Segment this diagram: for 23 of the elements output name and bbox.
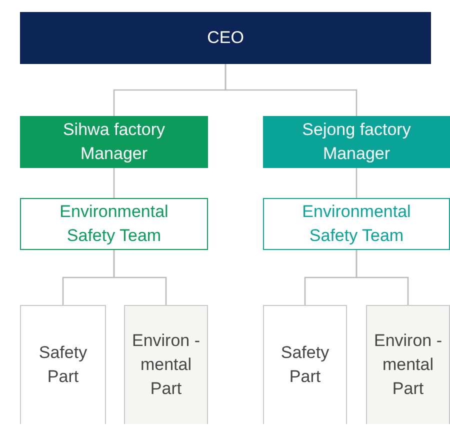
org-label: CEO xyxy=(207,27,244,49)
org-label: Safety Part xyxy=(38,342,88,388)
department-box xyxy=(263,305,347,424)
org-box xyxy=(263,116,450,168)
department-box xyxy=(124,305,208,424)
org-label: Sejong factory Manager xyxy=(301,119,412,165)
org-label: Sihwa factory Manager xyxy=(62,119,166,165)
org-label: Environ -mental Part xyxy=(131,330,201,400)
org-label: Environmental Safety Team xyxy=(58,201,170,247)
org-label: Safety Part xyxy=(280,342,330,388)
org-box xyxy=(20,116,208,168)
department-box xyxy=(366,305,450,424)
org-label: Environ -mental Part xyxy=(373,330,443,400)
org-box xyxy=(20,12,431,64)
org-label: Environmental Safety Team xyxy=(301,201,412,247)
connector-line xyxy=(224,64,358,116)
org-box xyxy=(20,198,208,250)
connector-line xyxy=(113,250,167,305)
org-box xyxy=(263,198,450,250)
department-box xyxy=(20,305,106,424)
connector-line xyxy=(113,168,115,198)
connector-line xyxy=(356,250,409,305)
connector-line xyxy=(356,168,358,198)
